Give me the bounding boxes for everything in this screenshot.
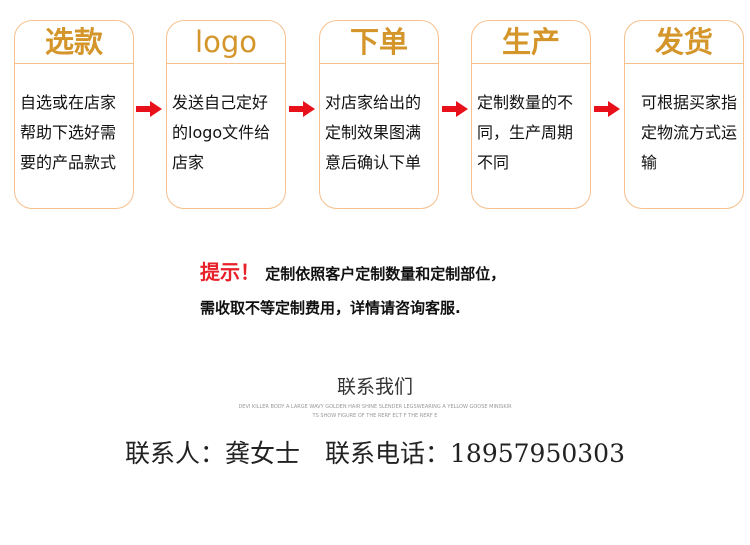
arrow-right-icon [442,101,468,117]
step-title: 生产 [472,21,590,64]
tip-line-1: 定制依照客户定制数量和定制部位， [265,265,506,283]
step-card-4: 生产定制数量的不同，生产周期不同 [471,20,591,209]
step-card-1: 选款自选或在店家帮助下选好需要的产品款式 [14,20,134,209]
step-desc: 可根据买家指定物流方式运输 [641,93,738,172]
step-title: 下单 [320,21,438,64]
step-title: logo [167,21,285,64]
step-card-3: 下单对店家给出的定制效果图满意后确认下单 [319,20,439,209]
arrow-right-icon [136,101,162,117]
contact-subtext-2: TS SHOW FIGURE OF THE RERF ECT F THE RER… [312,413,438,419]
tip-lead: 提示！ [200,260,260,284]
step-desc: 自选或在店家帮助下选好需要的产品款式 [20,93,117,172]
arrow-right-icon [289,101,315,117]
step-desc: 对店家给出的定制效果图满意后确认下单 [325,93,422,172]
contact-line: 联系人：龚女士 联系电话：18957950303 [125,439,625,468]
tip-block: 提示！ 定制依照客户定制数量和定制部位， 需收取不等定制费用，详情请咨询客服. [200,255,505,325]
step-card-2: logo 发送自己定好的logo文件给店家 [166,20,286,209]
step-desc: 发送自己定好的logo文件给店家 [172,93,271,172]
step-title: 发货 [625,21,743,64]
step-card-5: 发货可根据买家指定物流方式运输 [624,20,744,209]
contact-subtext-1: DEVI KILLER BODY A LARGE WAVY GOLDEN HAI… [238,404,512,410]
step-title: 选款 [15,21,133,64]
step-desc: 定制数量的不同，生产周期不同 [477,93,574,172]
tip-line-2: 需收取不等定制费用，详情请咨询客服. [200,299,461,317]
contact-heading: 联系我们 [336,376,413,398]
arrow-right-icon [594,101,620,117]
